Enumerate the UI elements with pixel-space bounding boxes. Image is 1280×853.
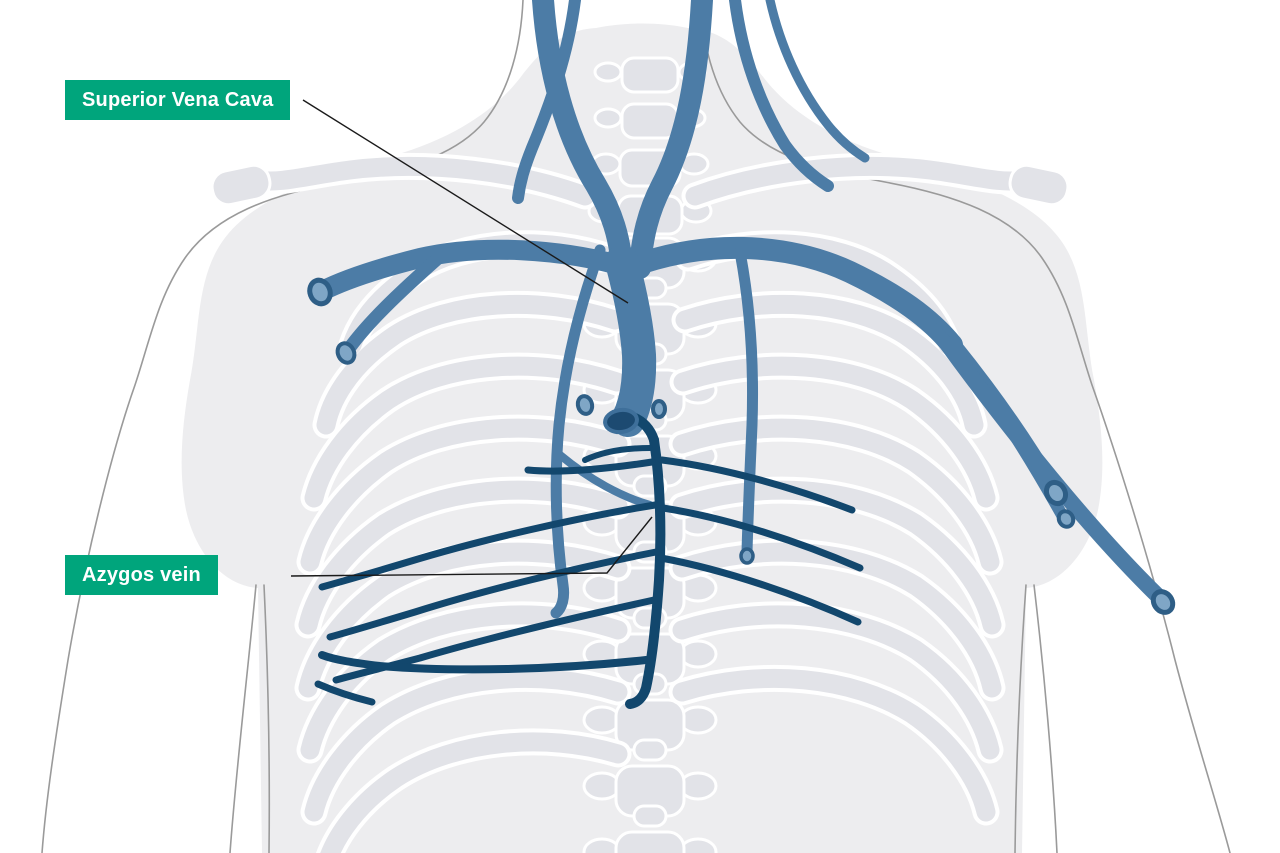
outline-left-neck-shoulder-arm: [41, 0, 524, 853]
azygos-vein-vessel: [625, 435, 666, 709]
leader-lines: [290, 99, 653, 577]
intercostal-vein-left-2: [318, 501, 659, 591]
shoulder-joint-left: [210, 163, 272, 207]
lumen-subclavian-left: [307, 277, 333, 307]
jugular-vein-right: [629, 0, 713, 279]
thoracic-azygos-connector: [556, 451, 654, 509]
shoulder-joint-right: [1008, 163, 1070, 207]
label-azygos-vein: Azygos vein: [65, 555, 218, 595]
body-outline: [41, 0, 1231, 853]
intercostal-vein-left-3: [326, 548, 660, 641]
leader-line-azygos-vein: [290, 516, 653, 577]
cephalic-vein-right: [940, 337, 1168, 606]
lumen-axillary-left: [335, 341, 357, 365]
intercostal-vein-left-5: [318, 651, 650, 674]
outline-right-torso-side: [1014, 584, 1027, 853]
lumen-cephalic-right: [1150, 589, 1176, 615]
intercostal-vein-left-6: [314, 680, 376, 706]
intercostal-vein-right-1: [658, 456, 856, 514]
lumen-svc-stub-left: [575, 394, 595, 416]
label-superior-vena-cava: Superior Vena Cava: [65, 80, 291, 120]
external-jugular-right: [729, 0, 834, 192]
lumen-thoracic-right: [739, 547, 755, 565]
superior-vena-cava-vessel: [605, 245, 657, 437]
lumen-axillary-right: [1043, 479, 1069, 507]
outline-left-inner-arm: [229, 584, 257, 853]
subclavian-vein-right: [634, 236, 963, 356]
intercostal-vein-left-upper: [582, 445, 653, 463]
jugular-vein-left: [532, 0, 633, 279]
clavicles: [210, 162, 1070, 207]
intercostal-vein-left-4: [332, 596, 658, 684]
outline-right-inner-arm: [1033, 584, 1058, 853]
external-jugular-left: [512, 0, 581, 204]
azygos-vein-group: [314, 411, 864, 709]
lumen-superior-vena-cava: [603, 407, 639, 435]
neck-vein-right-small: [765, 0, 870, 163]
intercostal-vein-right-2: [659, 504, 864, 572]
intercostal-vein-left-1: [524, 458, 656, 475]
vessel-lumens: [307, 277, 1176, 615]
leader-line-superior-vena-cava: [302, 99, 629, 304]
axillary-branch-left: [341, 253, 443, 357]
lumen-branch-right: [1056, 509, 1076, 529]
internal-thoracic-vein-right: [734, 246, 758, 558]
lumen-svc-stub-right: [651, 399, 667, 419]
outline-right-neck-shoulder-arm: [699, 0, 1231, 853]
intercostal-vein-right-3: [657, 554, 862, 626]
outline-left-torso-side: [263, 584, 271, 853]
